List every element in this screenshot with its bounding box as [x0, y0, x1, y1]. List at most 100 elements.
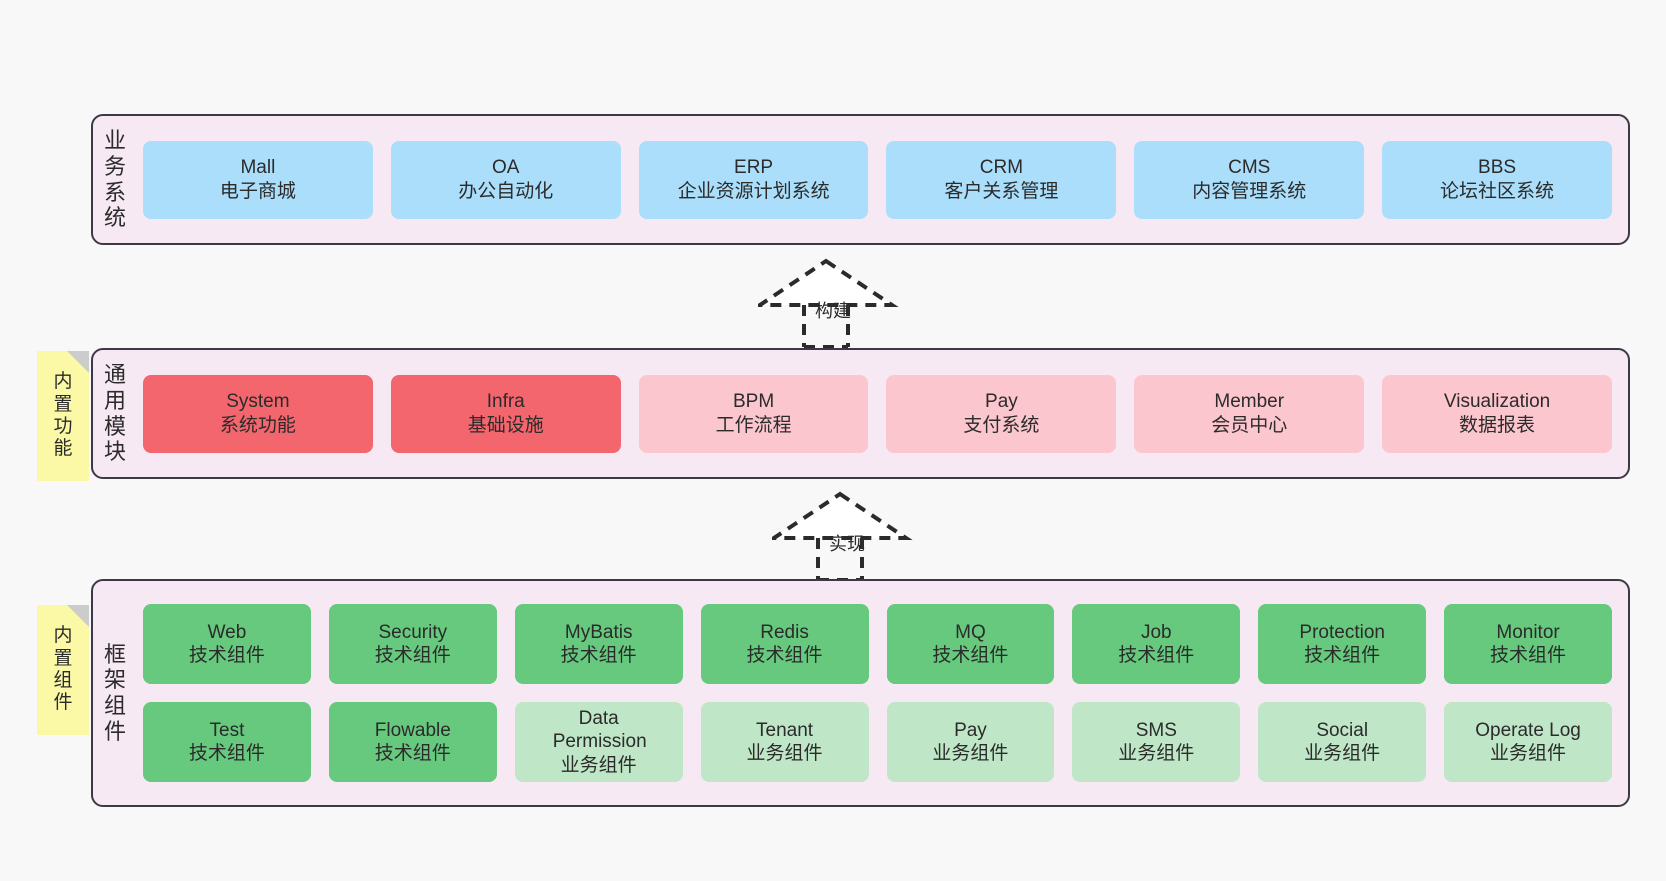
- layer-body-framework-component: Web 技术组件 Security 技术组件 MyBatis 技术组件 Redi…: [137, 581, 1628, 805]
- node-subtitle: 业务组件: [746, 743, 823, 764]
- node-infra[interactable]: Infra 基础设施: [390, 374, 621, 453]
- node-mall[interactable]: Mall 电子商城: [143, 140, 373, 219]
- node-subtitle: 企业资源计划系统: [677, 180, 830, 202]
- layer-body-business-system: Mall 电子商城 OA 办公自动化 ERP 企业资源计划系统 CRM 客户关系…: [137, 116, 1628, 243]
- node-title: Pay: [954, 719, 987, 741]
- node-title: CMS: [1228, 157, 1271, 179]
- node-row: Web 技术组件 Security 技术组件 MyBatis 技术组件 Redi…: [143, 604, 1612, 684]
- node-social[interactable]: Social 业务组件: [1258, 702, 1427, 782]
- node-cms[interactable]: CMS 内容管理系统: [1134, 140, 1365, 219]
- connector-implement-arrow: [772, 491, 913, 582]
- node-title: BBS: [1478, 157, 1517, 179]
- node-subtitle: 技术组件: [1490, 645, 1567, 666]
- node-protection[interactable]: Protection 技术组件: [1258, 604, 1427, 684]
- node-title: CRM: [979, 157, 1024, 179]
- node-visualization[interactable]: Visualization 数据报表: [1382, 374, 1612, 453]
- node-oa[interactable]: OA 办公自动化: [390, 140, 621, 219]
- node-subtitle: 业务组件: [560, 754, 637, 776]
- node-subtitle: 业务组件: [1118, 743, 1195, 764]
- node-subtitle: 内容管理系统: [1192, 180, 1307, 202]
- node-test[interactable]: Test 技术组件: [143, 702, 311, 782]
- sticky-note-builtin-features: 内 置 功 能: [37, 351, 89, 481]
- node-web[interactable]: Web 技术组件: [143, 604, 311, 684]
- node-monitor[interactable]: Monitor 技术组件: [1444, 604, 1612, 684]
- node-subtitle: 基础设施: [467, 414, 544, 436]
- node-title: System: [226, 391, 290, 413]
- node-subtitle: 数据报表: [1459, 414, 1536, 436]
- node-row: Test 技术组件 Flowable 技术组件 Data Permission …: [143, 702, 1612, 782]
- node-subtitle: 技术组件: [374, 645, 451, 666]
- node-redis[interactable]: Redis 技术组件: [700, 604, 869, 684]
- layer-common-module[interactable]: 通 用 模 块 System 系统功能 Infra 基础设施 BPM 工作流程: [91, 348, 1630, 479]
- connector-build-arrow: [758, 258, 899, 349]
- node-mybatis[interactable]: MyBatis 技术组件: [514, 604, 683, 684]
- node-security[interactable]: Security 技术组件: [328, 604, 497, 684]
- node-subtitle: 技术组件: [932, 645, 1009, 666]
- layer-label-business-system: 业 务 系 统: [103, 128, 126, 231]
- node-title: Security: [378, 621, 448, 643]
- node-row: System 系统功能 Infra 基础设施 BPM 工作流程 Pay 支付系统…: [143, 374, 1612, 453]
- node-system[interactable]: System 系统功能: [143, 374, 373, 453]
- node-erp[interactable]: ERP 企业资源计划系统: [638, 140, 869, 219]
- node-pay[interactable]: Pay 支付系统: [886, 374, 1117, 453]
- layer-label-framework-component: 框 架 组 件: [103, 641, 126, 744]
- node-title: Pay: [985, 391, 1018, 413]
- node-mq[interactable]: MQ 技术组件: [886, 604, 1055, 684]
- layer-label-common-module: 通 用 模 块: [103, 362, 126, 465]
- folded-corner-icon: [67, 351, 89, 373]
- node-title: Operate Log: [1475, 719, 1581, 741]
- node-title: Data Permission: [552, 708, 647, 753]
- node-operate-log[interactable]: Operate Log 业务组件: [1444, 702, 1612, 782]
- node-title: Web: [207, 621, 247, 643]
- node-subtitle: 办公自动化: [458, 180, 554, 202]
- node-title: MQ: [955, 621, 986, 643]
- node-title: ERP: [734, 157, 774, 179]
- folded-corner-icon: [67, 605, 89, 627]
- node-tenant[interactable]: Tenant 业务组件: [700, 702, 869, 782]
- node-title: Test: [209, 719, 245, 741]
- node-job[interactable]: Job 技术组件: [1072, 604, 1241, 684]
- node-title: Member: [1214, 391, 1285, 413]
- node-member[interactable]: Member 会员中心: [1134, 374, 1365, 453]
- node-title: BPM: [732, 391, 775, 413]
- node-subtitle: 论坛社区系统: [1440, 180, 1555, 202]
- sticky-note-builtin-components: 内 置 组 件: [37, 605, 89, 735]
- connector-implement: 实现: [772, 490, 922, 582]
- node-title: Job: [1140, 621, 1172, 643]
- node-pay-business[interactable]: Pay 业务组件: [886, 702, 1055, 782]
- node-subtitle: 技术组件: [1304, 645, 1381, 666]
- connector-build: 构建: [758, 257, 908, 349]
- node-flowable[interactable]: Flowable 技术组件: [328, 702, 497, 782]
- node-bpm[interactable]: BPM 工作流程: [638, 374, 869, 453]
- node-subtitle: 技术组件: [560, 645, 637, 666]
- node-subtitle: 会员中心: [1211, 414, 1288, 436]
- node-sms[interactable]: SMS 业务组件: [1072, 702, 1241, 782]
- layer-framework-component[interactable]: 框 架 组 件 Web 技术组件 Security 技术组件 MyBatis 技…: [91, 579, 1630, 807]
- node-subtitle: 技术组件: [188, 645, 265, 666]
- node-title: Visualization: [1443, 391, 1551, 413]
- node-title: OA: [492, 157, 520, 179]
- node-title: Protection: [1299, 621, 1385, 643]
- node-title: Monitor: [1496, 621, 1560, 643]
- node-bbs[interactable]: BBS 论坛社区系统: [1382, 140, 1612, 219]
- node-title: Mall: [240, 157, 276, 179]
- node-subtitle: 业务组件: [1304, 743, 1381, 764]
- node-subtitle: 业务组件: [1490, 743, 1567, 764]
- node-subtitle: 技术组件: [188, 743, 265, 764]
- node-title: Infra: [486, 391, 525, 413]
- node-subtitle: 客户关系管理: [944, 180, 1059, 202]
- node-subtitle: 工作流程: [715, 414, 792, 436]
- layer-body-common-module: System 系统功能 Infra 基础设施 BPM 工作流程 Pay 支付系统…: [137, 350, 1628, 477]
- node-crm[interactable]: CRM 客户关系管理: [886, 140, 1117, 219]
- node-data-permission[interactable]: Data Permission 业务组件: [514, 702, 683, 782]
- node-title: MyBatis: [564, 621, 633, 643]
- node-subtitle: 技术组件: [746, 645, 823, 666]
- node-title: SMS: [1135, 719, 1177, 741]
- layer-business-system[interactable]: 业 务 系 统 Mall 电子商城 OA 办公自动化 ERP 企业资源计划系统: [91, 114, 1630, 245]
- node-row: Mall 电子商城 OA 办公自动化 ERP 企业资源计划系统 CRM 客户关系…: [143, 140, 1612, 219]
- node-subtitle: 系统功能: [219, 414, 296, 436]
- node-title: Redis: [760, 621, 809, 643]
- node-subtitle: 支付系统: [963, 414, 1040, 436]
- node-title: Social: [1316, 719, 1369, 741]
